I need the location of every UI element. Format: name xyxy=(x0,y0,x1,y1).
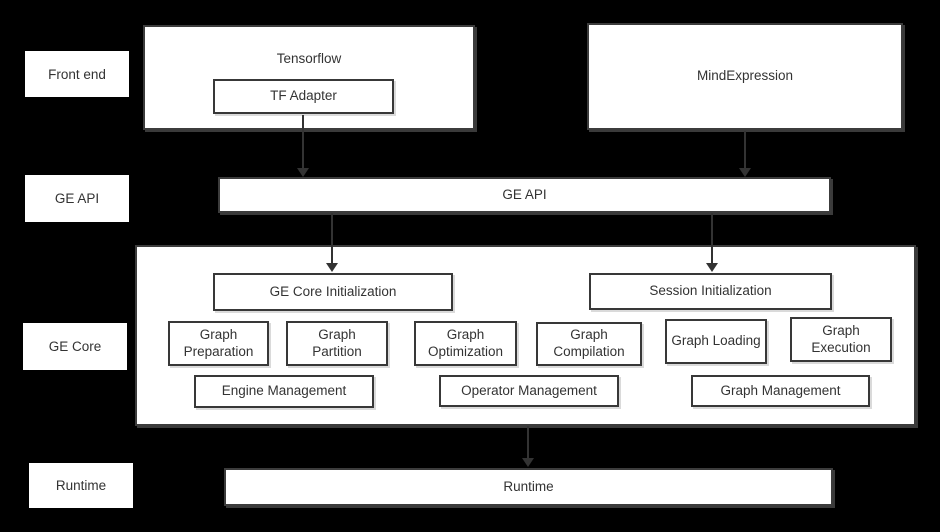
tensorflow-box: Tensorflow TF Adapter xyxy=(143,25,475,130)
graph-partition-box: Graph Partition xyxy=(286,321,388,366)
arrow-ge-core-to-runtime xyxy=(527,426,529,458)
arrow-tf-adapter-to-ge-api xyxy=(302,115,304,168)
tf-adapter-box: TF Adapter xyxy=(213,79,394,114)
graph-management-box: Graph Management xyxy=(691,375,870,407)
layer-label-front-end: Front end xyxy=(25,51,129,97)
graph-preparation-box: Graph Preparation xyxy=(168,321,269,366)
ge-api-bar: GE API xyxy=(218,177,831,213)
layer-label-ge-api: GE API xyxy=(25,175,129,222)
runtime-bar: Runtime xyxy=(224,468,833,506)
layer-label-ge-core: GE Core xyxy=(23,323,127,370)
arrow-ge-api-to-ge-core-initialization xyxy=(331,213,333,263)
graph-loading-box: Graph Loading xyxy=(665,319,767,364)
graph-execution-box: Graph Execution xyxy=(790,317,892,362)
graph-compilation-box: Graph Compilation xyxy=(536,322,642,366)
mindexpression-box: MindExpression xyxy=(587,23,903,130)
graph-optimization-box: Graph Optimization xyxy=(414,321,517,366)
arrow-ge-api-to-session-initialization xyxy=(711,213,713,263)
tensorflow-label: Tensorflow xyxy=(276,51,342,66)
operator-management-box: Operator Management xyxy=(439,375,619,407)
engine-management-box: Engine Management xyxy=(194,375,374,408)
arrow-mindexpression-to-ge-api xyxy=(744,131,746,168)
ge-core-box: GE Core Initialization Session Initializ… xyxy=(135,245,916,426)
layer-label-runtime: Runtime xyxy=(29,463,133,508)
session-initialization-box: Session Initialization xyxy=(589,273,832,310)
ge-core-initialization-box: GE Core Initialization xyxy=(213,273,453,311)
